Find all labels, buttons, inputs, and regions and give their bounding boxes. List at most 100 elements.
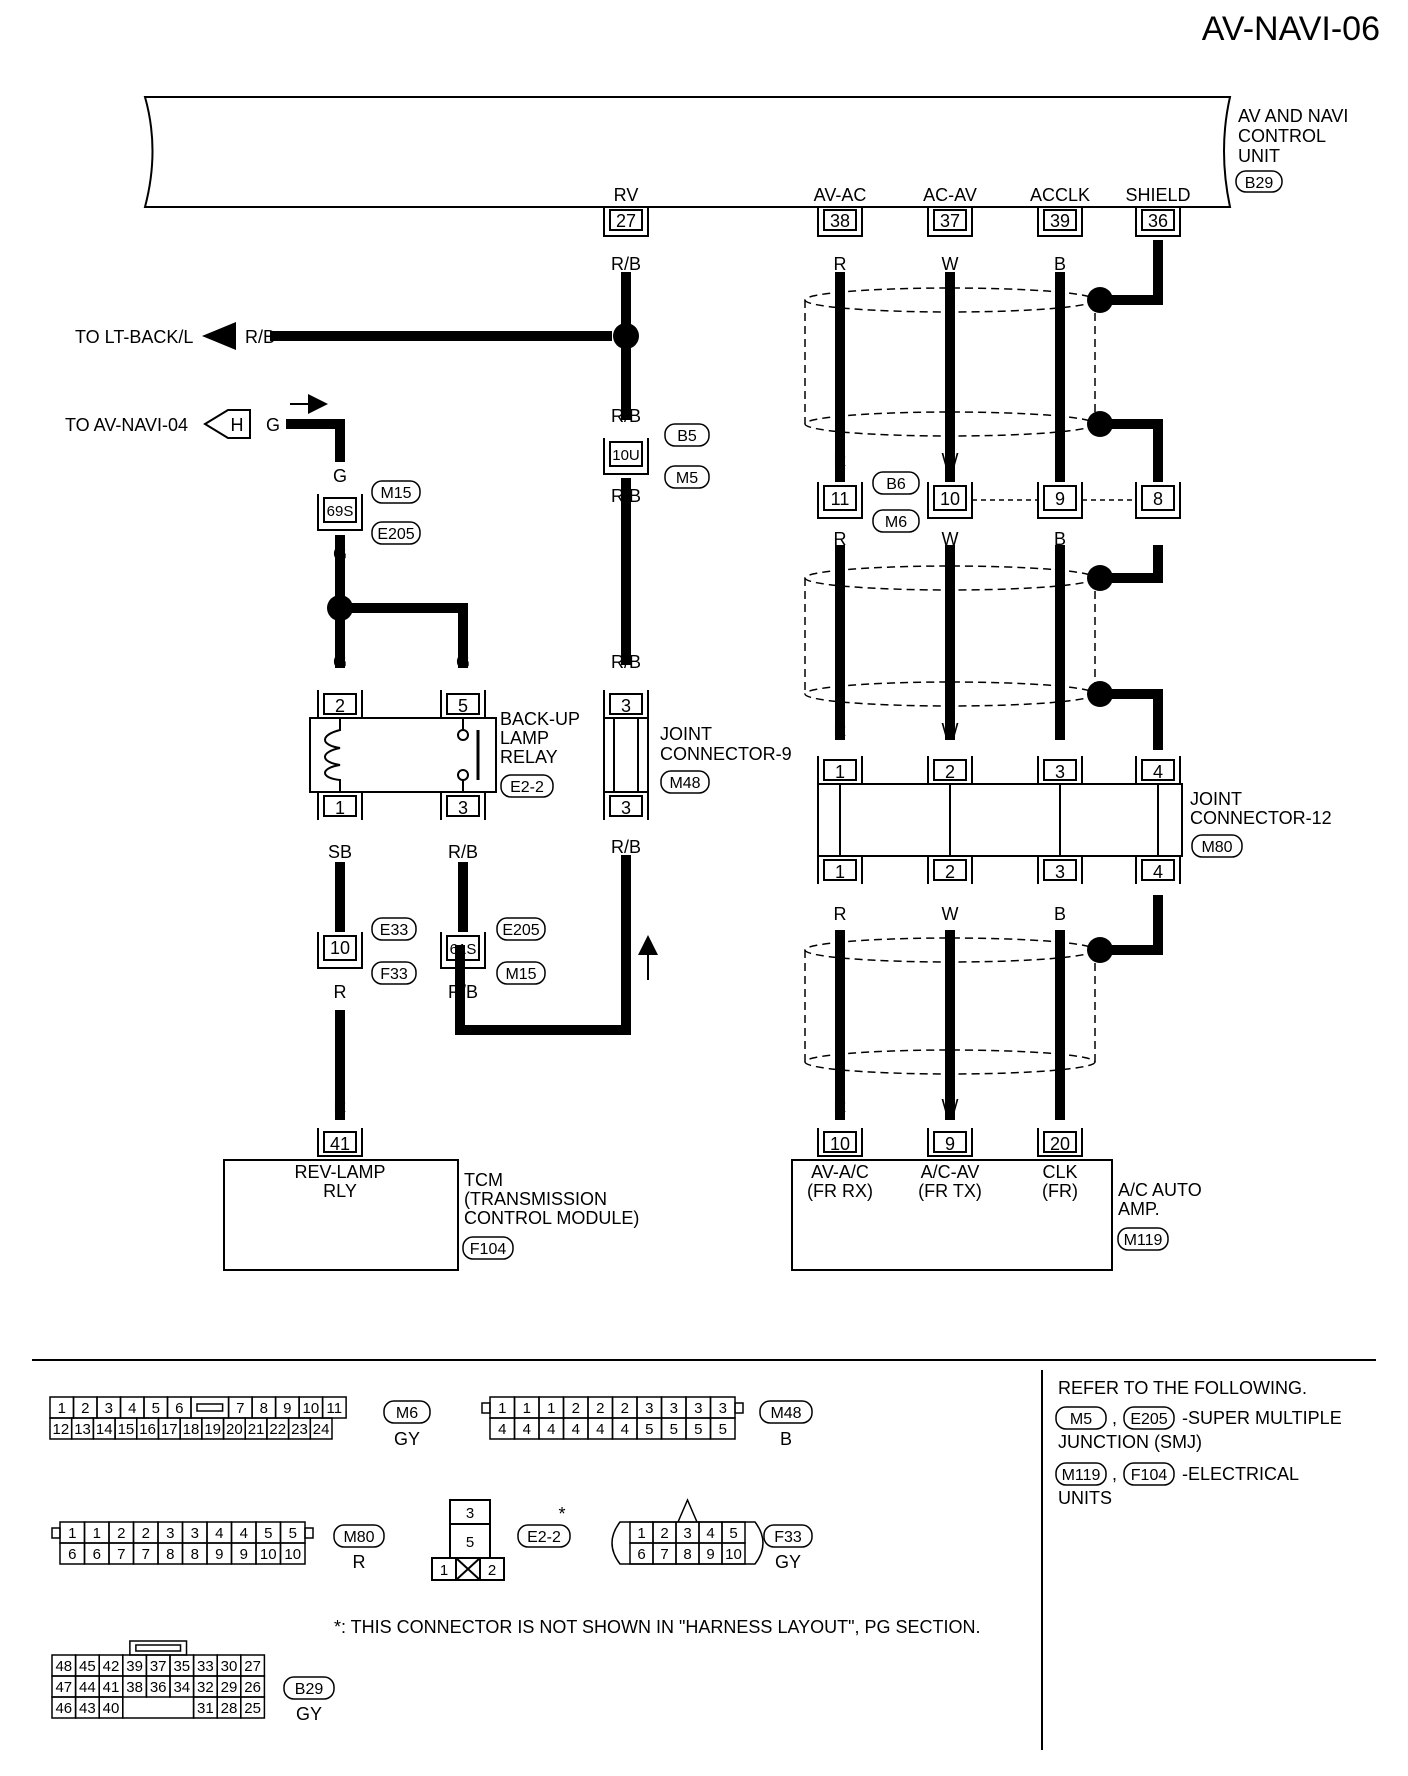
svg-text:M6: M6 <box>885 514 907 531</box>
m48-pin: 5 <box>694 1421 702 1438</box>
m6-pin: 15 <box>118 1421 135 1438</box>
shield-cylinders <box>804 287 1096 1075</box>
svg-text:B6: B6 <box>886 476 906 493</box>
svg-text:RV: RV <box>614 185 639 205</box>
m80-latch <box>51 1527 61 1539</box>
b29-lock <box>129 1640 188 1656</box>
f33-pin: 6 <box>637 1546 645 1563</box>
joint-connector-12 <box>817 756 1183 884</box>
svg-text:R: R <box>334 1096 347 1116</box>
f33-pin: 9 <box>706 1546 714 1563</box>
svg-text:M6: M6 <box>396 1405 418 1422</box>
m80-pin: 1 <box>93 1525 101 1542</box>
svg-text:F104: F104 <box>470 1241 507 1258</box>
m80-pin: 4 <box>240 1525 248 1542</box>
svg-text:2: 2 <box>945 762 955 782</box>
svg-text:AV-AC: AV-AC <box>814 185 867 205</box>
connector-view-e2-2 <box>431 1499 505 1581</box>
svg-text:8: 8 <box>1153 489 1163 509</box>
svg-text:,: , <box>1112 1464 1117 1484</box>
f33-pin: 8 <box>683 1546 691 1563</box>
b29-pin: 40 <box>103 1700 120 1717</box>
svg-text:R: R <box>834 1096 847 1116</box>
svg-text:R/B: R/B <box>611 254 641 274</box>
b29-pin: 31 <box>197 1700 214 1717</box>
svg-text:5: 5 <box>458 696 468 716</box>
m6-pin: 17 <box>161 1421 178 1438</box>
m6-cell <box>321 1396 347 1419</box>
b29-gap <box>122 1697 195 1719</box>
svg-text:1: 1 <box>835 862 845 882</box>
m48-pin: 5 <box>670 1421 678 1438</box>
svg-text:H: H <box>231 415 244 435</box>
m6-pin: 11 <box>327 1400 343 1417</box>
svg-text:G: G <box>456 652 470 672</box>
svg-text:R: R <box>834 529 847 549</box>
svg-text:M119: M119 <box>1124 1232 1163 1249</box>
b29-pin: 42 <box>103 1658 120 1675</box>
svg-text:20: 20 <box>1050 1134 1070 1154</box>
svg-text:SB: SB <box>328 842 352 862</box>
svg-text:1: 1 <box>335 798 345 818</box>
svg-text:2: 2 <box>488 1562 496 1579</box>
svg-text:GY: GY <box>296 1704 322 1724</box>
connector-69s <box>317 494 363 531</box>
connector-10u <box>603 438 649 475</box>
svg-text:CONNECTOR-12: CONNECTOR-12 <box>1190 808 1332 828</box>
m6-pin: 10 <box>303 1400 320 1417</box>
b29-pin: 41 <box>103 1679 120 1696</box>
svg-text:(FR TX): (FR TX) <box>918 1181 982 1201</box>
svg-text:R/B: R/B <box>611 406 641 426</box>
lt-back-arrow <box>202 322 236 350</box>
svg-text:B: B <box>1054 904 1066 924</box>
svg-text:*: * <box>558 1504 565 1524</box>
av-navi-control-unit: AV AND NAVI CONTROL UNIT B29 <box>143 96 1348 208</box>
b29-pin: 33 <box>197 1658 214 1675</box>
svg-text:R: R <box>834 254 847 274</box>
svg-text:G: G <box>333 544 347 564</box>
m6-lock-tab <box>196 1403 224 1412</box>
m80-pin: 8 <box>166 1546 174 1563</box>
unit-pin-terminals <box>603 208 1181 237</box>
svg-text:M5: M5 <box>1070 1411 1092 1428</box>
svg-text:2: 2 <box>335 696 345 716</box>
svg-text:M15: M15 <box>380 485 411 502</box>
svg-text:CONNECTOR-9: CONNECTOR-9 <box>660 744 792 764</box>
svg-text:GY: GY <box>394 1429 420 1449</box>
m6-pin: 7 <box>236 1400 244 1417</box>
svg-text:REV-LAMP: REV-LAMP <box>294 1162 385 1182</box>
m80-pin: 3 <box>191 1525 199 1542</box>
svg-text:M80: M80 <box>343 1529 374 1546</box>
svg-text:E33: E33 <box>380 922 409 939</box>
svg-text:R: R <box>834 904 847 924</box>
m48-pin: 4 <box>621 1421 629 1438</box>
b29-pin: 32 <box>197 1679 214 1696</box>
rv-splice <box>613 323 639 349</box>
m6-pin: 21 <box>248 1421 265 1438</box>
m6-pin: 3 <box>105 1400 113 1417</box>
m6-pin: 24 <box>313 1421 330 1438</box>
svg-text:B29: B29 <box>295 1681 324 1698</box>
m6-pin: 9 <box>283 1400 291 1417</box>
svg-text:CONTROL MODULE): CONTROL MODULE) <box>464 1208 639 1228</box>
svg-text:F33: F33 <box>380 966 408 983</box>
svg-text:R: R <box>353 1552 366 1572</box>
svg-text:W: W <box>942 450 959 470</box>
b29-pin: 44 <box>79 1679 96 1696</box>
footnote: *: THIS CONNECTOR IS NOT SHOWN IN "HARNE… <box>334 1617 981 1637</box>
svg-text:UNIT: UNIT <box>1238 146 1280 166</box>
m80-pin: 2 <box>117 1525 125 1542</box>
m80-pin: 5 <box>264 1525 272 1542</box>
b29-pin: 46 <box>55 1700 72 1717</box>
m80-pin: 10 <box>260 1546 277 1563</box>
m80-pin: 10 <box>284 1546 301 1563</box>
m80-pin: 9 <box>215 1546 223 1563</box>
svg-text:1: 1 <box>440 1562 448 1579</box>
svg-text:JOINT: JOINT <box>1190 789 1242 809</box>
svg-text:G: G <box>266 415 280 435</box>
svg-text:11: 11 <box>831 489 850 509</box>
svg-text:B: B <box>1054 1096 1066 1116</box>
f33-cell <box>721 1542 746 1565</box>
